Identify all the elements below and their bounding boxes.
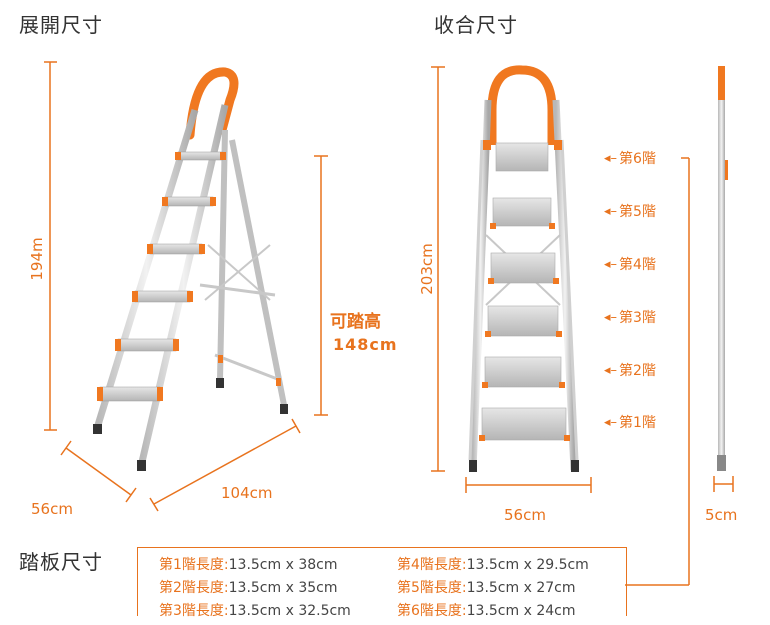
- unfolded-dimension-lines: [44, 61, 328, 512]
- tread-spec-1: 第1階長度:13.5cm x 38cm: [159, 557, 338, 573]
- reach-height-value: 148cm: [333, 335, 398, 354]
- unfolded-height-label: 194m: [28, 237, 46, 281]
- folded-ladder: [468, 65, 579, 472]
- unfolded-spread-label: 104cm: [221, 484, 273, 502]
- step-label-2: ◂–第2階: [604, 362, 656, 380]
- tread-spec-5: 第5階長度:13.5cm x 27cm: [397, 580, 576, 596]
- arrow-left-icon: ◂–: [604, 414, 618, 430]
- arrow-left-icon: ◂–: [604, 150, 618, 166]
- step-label-6: ◂–第6階: [604, 150, 656, 168]
- folded-dimension-lines: [431, 66, 734, 586]
- tread-spec-4: 第4階長度:13.5cm x 29.5cm: [397, 557, 589, 573]
- tread-spec-2: 第2階長度:13.5cm x 35cm: [159, 580, 338, 596]
- tread-spec-table: [137, 547, 627, 616]
- folded-thickness-label: 5cm: [705, 506, 738, 524]
- step-label-4: ◂–第4階: [604, 256, 656, 274]
- arrow-left-icon: ◂–: [604, 309, 618, 325]
- step-label-3: ◂–第3階: [604, 309, 656, 327]
- folded-ladder-side: [717, 66, 728, 471]
- tread-spec-3: 第3階長度:13.5cm x 32.5cm: [159, 603, 351, 619]
- step-label-1: ◂–第1階: [604, 414, 656, 432]
- unfolded-ladder: [93, 67, 288, 471]
- arrow-left-icon: ◂–: [604, 256, 618, 272]
- arrow-left-icon: ◂–: [604, 203, 618, 219]
- reach-height-label: 可踏高: [330, 312, 381, 332]
- tread-size-heading: 踏板尺寸: [19, 550, 103, 574]
- tread-spec-6: 第6階長度:13.5cm x 24cm: [397, 603, 576, 619]
- unfolded-size-heading: 展開尺寸: [19, 13, 103, 37]
- arrow-left-icon: ◂–: [604, 362, 618, 378]
- folded-size-heading: 收合尺寸: [434, 13, 518, 37]
- folded-width-label: 56cm: [504, 506, 546, 524]
- unfolded-depth-label: 56cm: [31, 500, 73, 518]
- folded-height-label: 203cm: [418, 243, 436, 295]
- step-label-5: ◂–第5階: [604, 203, 656, 221]
